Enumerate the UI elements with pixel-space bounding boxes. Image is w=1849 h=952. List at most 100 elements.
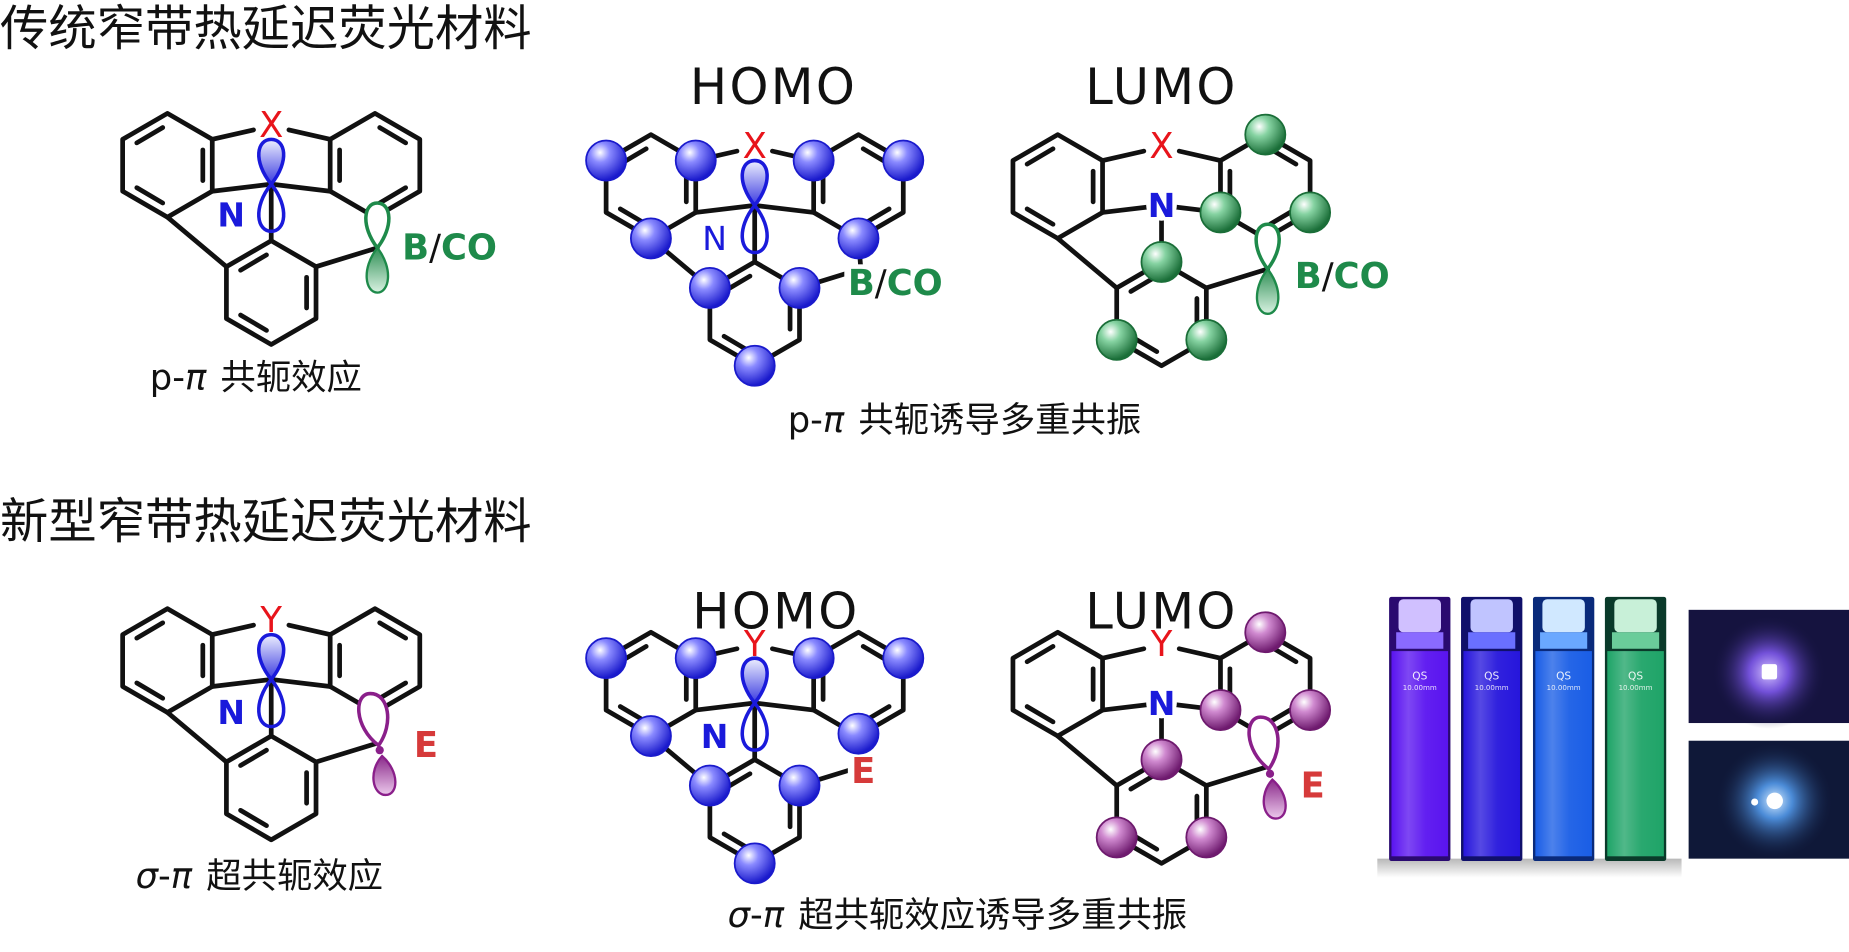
caption-sigma-symbol: σ (136, 856, 160, 897)
homo-sphere (882, 139, 925, 182)
carbonyl-label: CO (1334, 256, 1390, 297)
homo-sphere (792, 637, 835, 680)
caption-text: 共轭效应 (220, 357, 361, 398)
lumo-orbital-spheres (1095, 113, 1332, 361)
acceptor-separator: / (1322, 256, 1334, 297)
lumo-sphere (1289, 689, 1332, 732)
heteroatom-label-backing (847, 752, 879, 788)
lumo-sphere (1199, 191, 1242, 234)
homo-sphere (585, 139, 628, 182)
cuvette-path-length: 10.00mm (1475, 683, 1509, 692)
bridge-atom-label: Y (743, 624, 766, 665)
device-pixel (1761, 664, 1778, 680)
lumo-sphere (1199, 689, 1242, 732)
sigma-orbital-node (375, 746, 384, 755)
lumo-sphere (1244, 113, 1287, 156)
cuvette-glass-shine (1535, 651, 1592, 857)
homo-sphere (629, 715, 672, 757)
cuvette-cap (1542, 599, 1585, 633)
bridge-atom-label: X (743, 126, 767, 167)
section-heading-conventional: 传统窄带热延迟荧光材料 (0, 1, 532, 57)
cuvette-label: QS (1628, 669, 1643, 682)
p-orbital-lower-lobe (740, 700, 769, 752)
p-orbital-lower-lobe (257, 181, 286, 234)
acceptor-orbital-lower-lobe (1255, 267, 1280, 316)
caption-symbol: π (823, 400, 845, 441)
bridge-atom-label: Y (259, 600, 282, 641)
homo-sphere (733, 842, 776, 885)
bridge-atom-label: Y (1150, 624, 1173, 665)
acceptor-separator: / (875, 263, 887, 304)
homo-sphere (585, 637, 628, 680)
cuvette-glass-shine (1391, 651, 1449, 857)
homo-sphere (792, 139, 835, 182)
homo-sphere (778, 764, 821, 807)
nitrogen-label: N (217, 196, 245, 235)
homo-sphere (629, 217, 672, 260)
cuvette-path-length: 10.00mm (1403, 683, 1437, 692)
p-orbital-upper-lobe (257, 137, 286, 187)
boron-label: B (1295, 256, 1322, 297)
lumo-sphere (1185, 816, 1228, 859)
section-heading-novel: 新型窄带热延迟荧光材料 (0, 494, 532, 550)
cuvette-glass-shine (1463, 651, 1521, 857)
heteroatom-e-label: E (414, 725, 438, 766)
caption-dash: - (158, 856, 171, 897)
cuvette-sky-blue: QS 10.00mm (1532, 596, 1595, 862)
lumo-molecule-conventional: X N B/CO (1013, 113, 1390, 366)
lumo-sphere (1244, 611, 1287, 654)
acceptor-separator: / (429, 228, 441, 269)
homo-molecule-conventional: X N B/CO (585, 126, 956, 387)
sigma-orbital-lower-lobe (1262, 778, 1287, 820)
homo-title: HOMO (690, 58, 857, 116)
boron-label: B (848, 263, 875, 304)
heteroatom-e-label: E (851, 751, 875, 792)
acceptor-label: B/CO (402, 228, 497, 269)
cuvette-neck (1396, 632, 1444, 649)
cuvette-path-length: 10.00mm (1547, 683, 1581, 692)
homo-sphere (882, 637, 925, 680)
homo-sphere (837, 217, 880, 260)
acceptor-orbital-upper-lobe (1254, 222, 1281, 272)
bridge-atom-label: X (1149, 126, 1173, 167)
cuvette-green: QS 10.00mm (1604, 596, 1667, 862)
caption-sigma-pi-hyperconjugation: σ-π 超共轭效应 (136, 856, 383, 897)
cuvette-cap (1470, 599, 1513, 633)
caption-sigma-symbol: σ (728, 895, 752, 936)
homo-sphere (688, 764, 731, 807)
p-orbital-upper-lobe (257, 632, 286, 683)
homo-sphere (674, 139, 717, 182)
lumo-molecule-novel: Y N E (1013, 611, 1332, 863)
nitrogen-label-backing (1146, 687, 1177, 719)
lumo-sphere (1140, 738, 1183, 781)
sigma-orbital-node (1265, 769, 1275, 778)
nitrogen-label: N (701, 717, 729, 756)
lumo-orbital-spheres (1095, 611, 1332, 859)
cuvette-photo: QS 10.00mm QS 10.00mm QS 10.00mm (1377, 596, 1682, 878)
nitrogen-label: N (1148, 186, 1176, 225)
caption-dash: - (750, 895, 763, 936)
device-pixel-secondary (1751, 798, 1759, 806)
p-orbital-upper-lobe (740, 158, 769, 209)
acceptor-label: B/CO (848, 263, 943, 304)
caption-prefix: p- (788, 400, 823, 441)
caption-pi-symbol: π (171, 856, 193, 897)
cuvette-label: QS (1556, 669, 1571, 682)
caption-text: 超共轭效应 (206, 856, 383, 897)
sigma-orbital-lower-lobe (372, 754, 397, 797)
lumo-sphere (1185, 318, 1228, 361)
homo-orbital-spheres (585, 637, 925, 885)
lumo-sphere (1095, 318, 1138, 361)
lumo-sphere (1140, 241, 1183, 283)
cuvette-cap (1398, 599, 1441, 633)
device-photo-violet (1688, 609, 1849, 729)
cuvette-violet: QS 10.00mm (1389, 596, 1451, 862)
sigma-orbital-upper-lobe (1247, 715, 1280, 772)
caption-symbol: π (185, 357, 207, 398)
carbonyl-label: CO (887, 263, 943, 304)
reference-molecule-novel: Y N E (123, 600, 438, 840)
boron-label: B (402, 228, 429, 269)
